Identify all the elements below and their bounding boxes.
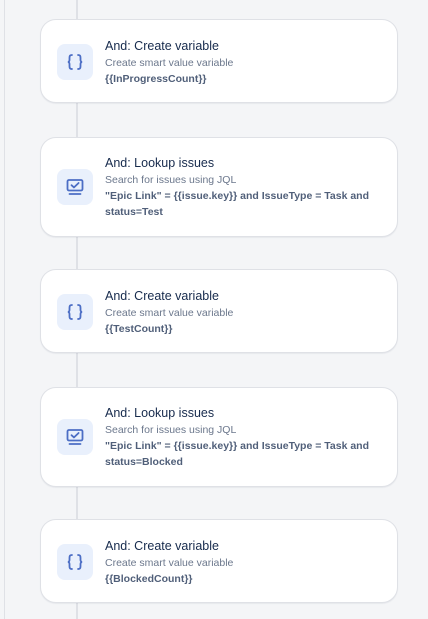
variable-icon xyxy=(57,44,93,80)
step-title: And: Create variable xyxy=(105,39,219,53)
step-title: And: Lookup issues xyxy=(105,406,215,420)
step-text: And: Lookup issues Search for issues usi… xyxy=(105,155,383,220)
rule-step-card-create-variable[interactable]: And: Create variable Create smart value … xyxy=(40,19,398,103)
canvas-left-border xyxy=(4,0,5,619)
variable-icon xyxy=(57,294,93,330)
step-detail: {{TestCount}} xyxy=(105,323,173,335)
step-detail: {{BlockedCount}} xyxy=(105,573,193,585)
variable-icon xyxy=(57,544,93,580)
step-subtitle: Search for issues using JQL xyxy=(105,424,237,436)
lookup-issues-icon xyxy=(57,419,93,455)
step-subtitle: Create smart value variable xyxy=(105,307,234,319)
step-detail: {{InProgressCount}} xyxy=(105,73,207,85)
step-text: And: Create variable Create smart value … xyxy=(105,38,383,87)
rule-step-card-create-variable[interactable]: And: Create variable Create smart value … xyxy=(40,269,398,353)
step-text: And: Lookup issues Search for issues usi… xyxy=(105,405,383,470)
step-subtitle: Create smart value variable xyxy=(105,57,234,69)
step-subtitle: Create smart value variable xyxy=(105,557,234,569)
rule-step-card-lookup-issues[interactable]: And: Lookup issues Search for issues usi… xyxy=(40,137,398,237)
step-title: And: Create variable xyxy=(105,289,219,303)
lookup-issues-icon xyxy=(57,169,93,205)
step-text: And: Create variable Create smart value … xyxy=(105,538,383,587)
step-title: And: Lookup issues xyxy=(105,156,215,170)
step-text: And: Create variable Create smart value … xyxy=(105,288,383,337)
step-title: And: Create variable xyxy=(105,539,219,553)
step-subtitle: Search for issues using JQL xyxy=(105,174,237,186)
step-detail: "Epic Link" = {{issue.key}} and IssueTyp… xyxy=(105,190,370,218)
rule-step-card-lookup-issues[interactable]: And: Lookup issues Search for issues usi… xyxy=(40,387,398,487)
step-detail: "Epic Link" = {{issue.key}} and IssueTyp… xyxy=(105,440,370,468)
rule-step-card-create-variable[interactable]: And: Create variable Create smart value … xyxy=(40,519,398,603)
